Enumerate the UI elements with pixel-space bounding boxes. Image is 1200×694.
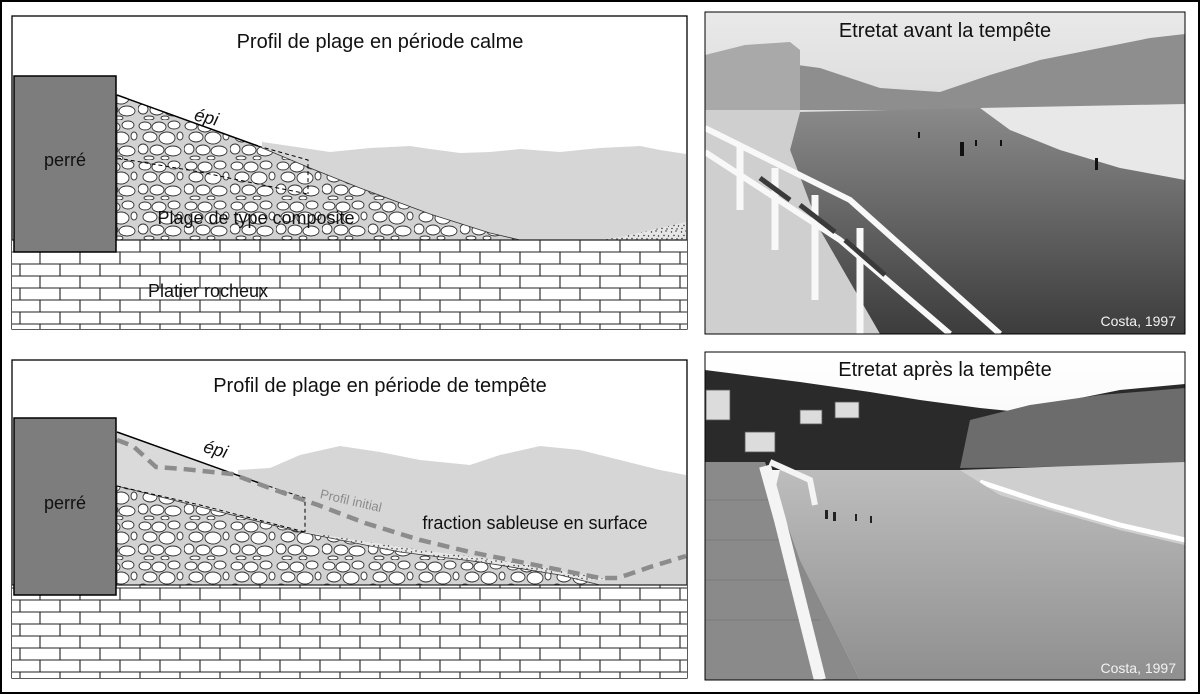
before-promenade [705,110,880,334]
calm-seawall-label: perré [44,150,86,170]
calm-beach-label: Plage de type composite [157,208,354,228]
photo-after-credit: Costa, 1997 [1101,660,1177,676]
photo-before-credit: Costa, 1997 [1101,313,1177,329]
storm-groyne-fill [117,432,305,532]
storm-profile-panel: Profil de plage en période de tempête pe… [11,359,688,679]
before-hills [705,34,1185,110]
after-beach [775,470,1185,680]
photo-after-storm: Etretat après la tempête Costa, 1997 [704,351,1186,681]
calm-platform-label: Platier rocheux [148,281,268,301]
photo-after-title: Etretat après la tempête [838,359,1051,381]
storm-seawall-label: perré [44,493,86,513]
sand-fraction-label: fraction sableuse en surface [422,513,647,533]
before-beach [790,108,1185,334]
storm-groyne-top [116,431,263,485]
calm-rock-platform [12,240,687,329]
calm-panel-title: Profil de plage en période calme [237,31,524,53]
calm-groyne-outline [116,145,309,195]
storm-seawall [13,417,117,596]
photo-before-title: Etretat avant la tempête [839,20,1051,42]
after-railing [759,464,826,680]
calm-sand-toe [590,222,686,242]
calm-seawall [13,75,117,253]
calm-profile-panel: Profil de plage en période calme perré é… [11,15,688,330]
initial-profile-line [116,437,687,581]
storm-rock-platform [12,585,687,678]
before-sea [980,104,1185,180]
calm-groyne-top [116,94,259,147]
photo-before-storm: Etretat avant la tempête Costa, 1997 [704,11,1186,335]
after-sea [960,462,1185,545]
after-promenade [705,462,860,680]
storm-panel-title: Profil de plage en période de tempête [213,375,547,397]
